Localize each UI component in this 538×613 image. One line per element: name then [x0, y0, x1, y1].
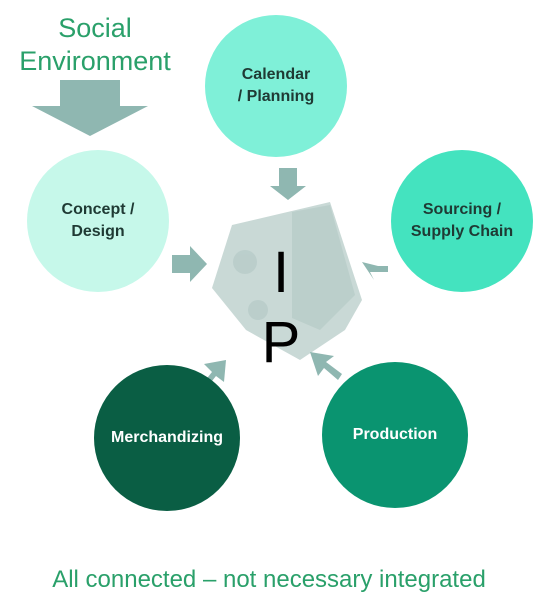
social-label-line1: Social: [58, 13, 132, 43]
merchandizing-label: Merchandizing: [110, 429, 223, 446]
calendar-planning-node: Calendar / Planning: [205, 15, 347, 157]
sourcing-supply-chain-node: Sourcing / Supply Chain: [391, 150, 533, 292]
social-label-line2: Environment: [19, 46, 171, 76]
social-environment-label: Social Environment: [0, 12, 190, 78]
social-environment-arrow: [32, 80, 148, 136]
arrow-from-concept-icon: [172, 246, 207, 282]
ip-gear-icon: [233, 250, 268, 320]
merchandizing-node: Merchandizing: [94, 365, 240, 511]
concept-label-line1: Concept /: [61, 201, 135, 218]
concept-label-line2: Design: [71, 223, 125, 240]
production-label: Production: [352, 426, 438, 443]
footer-caption: All connected – not necessary integrated: [52, 566, 486, 593]
sourcing-label-line1: Sourcing /: [422, 201, 502, 218]
ip-shape-pattern: [292, 205, 355, 330]
calendar-label-line2: / Planning: [237, 88, 315, 105]
arrow-from-sourcing-icon: [362, 248, 388, 280]
concept-design-node: Concept / Design: [27, 150, 169, 292]
arrow-from-calendar-icon: [270, 168, 306, 200]
production-node: Production: [322, 362, 468, 508]
calendar-label-line1: Calendar: [241, 66, 311, 83]
sourcing-label-line2: Supply Chain: [410, 223, 514, 240]
arrow-from-production-icon: [310, 352, 342, 380]
ip-label: I P: [261, 240, 319, 375]
